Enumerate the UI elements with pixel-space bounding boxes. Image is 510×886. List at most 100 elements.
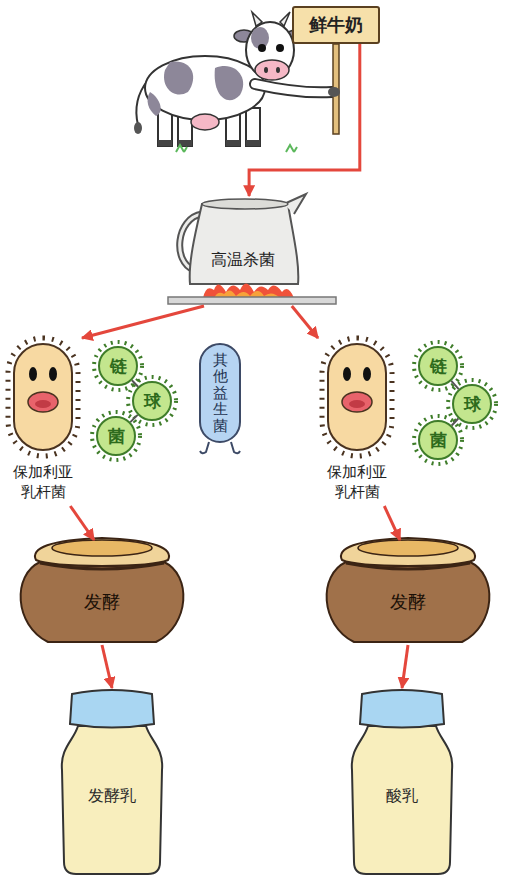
- cow-illustration-part: [176, 145, 187, 152]
- chain-link: [451, 381, 458, 389]
- cow-illustration-part: [148, 92, 161, 116]
- flow-arrow: [102, 645, 112, 688]
- node-text: 球: [464, 393, 481, 416]
- node-text: 链: [430, 355, 447, 378]
- coccus-spikes-part: [448, 380, 496, 428]
- flow-arrow: [249, 44, 360, 196]
- fermentation-pot: 发酵: [328, 540, 488, 645]
- coccus-spikes-part: [414, 342, 462, 390]
- cow-illustration-part: [246, 108, 260, 146]
- sign-post: [328, 44, 340, 134]
- fermentation-pot-left-part: [40, 563, 164, 569]
- lactobacillus-left-part: [14, 344, 72, 450]
- yogurt-jar-right-part: [352, 726, 452, 874]
- flow-arrow: [292, 306, 318, 338]
- lactobacillus-left-part: [28, 392, 58, 412]
- cow-illustration-part: [276, 67, 280, 73]
- lactobacillus-right-part: [363, 367, 371, 381]
- coccus-circle: 球: [452, 384, 492, 424]
- cow-illustration-part: [215, 66, 244, 100]
- coccus-circle: 球: [132, 381, 172, 421]
- lactobacillus-right-part: [349, 400, 365, 408]
- yogurt-jar-left: [62, 690, 162, 874]
- coccus-spikes-part: [128, 377, 176, 425]
- node-text: 发酵乳: [88, 786, 136, 807]
- cow-illustration-part: [134, 122, 142, 134]
- coccus-circle: 菌: [96, 416, 136, 456]
- fermentation-pot-right-part: [341, 538, 475, 566]
- node-text: 鲜牛奶: [309, 13, 363, 37]
- bacterium-node: 保加利亚乳杆菌: [318, 338, 396, 506]
- jug-and-stove: [168, 194, 336, 304]
- sign-board: 鲜牛奶: [292, 6, 380, 44]
- cow-illustration-part: [258, 44, 266, 52]
- cow-illustration-part: [255, 84, 332, 92]
- yogurt-jar: 酸乳: [352, 688, 452, 876]
- lactobacillus-right-part: [342, 392, 372, 412]
- jug-and-stove-part: [203, 283, 294, 298]
- cow-illustration-part: [145, 56, 265, 120]
- sign-post-part: [328, 87, 340, 97]
- yogurt-jar-right: [352, 690, 452, 874]
- node-text: 菌: [430, 429, 447, 452]
- node-text: 发酵: [390, 590, 426, 614]
- lactobacillus-left-part: [35, 400, 51, 408]
- coccus-spikes-part: [94, 342, 142, 390]
- capsule-stand: [200, 442, 240, 453]
- flow-arrow: [384, 506, 400, 540]
- lactobacillus-right-part: [343, 367, 351, 381]
- flow-arrow: [402, 645, 408, 688]
- node-text: 菌: [108, 425, 125, 448]
- yogurt-jar: 发酵乳: [62, 688, 162, 876]
- fermentation-pot-right-part: [358, 540, 458, 556]
- fermentation-pot-left-part: [35, 538, 169, 566]
- lactobacillus-right: [322, 338, 392, 456]
- coccus-spikes-part: [414, 416, 462, 464]
- cow-illustration-part: [264, 67, 268, 73]
- cow-illustration-part: [164, 61, 193, 94]
- node-text: 链: [110, 355, 127, 378]
- fermentation-pot-right: [327, 538, 490, 642]
- lactobacillus-right-part: [328, 344, 386, 450]
- capsule-stand-part: [200, 442, 209, 453]
- fermentation-pot-left-part: [52, 540, 152, 556]
- cow-illustration-part: [276, 44, 284, 52]
- jug-and-stove-part: [168, 297, 336, 304]
- node-text: 发酵: [84, 590, 120, 614]
- chain-link: [130, 415, 137, 422]
- node-text: 保加利亚乳杆菌: [326, 463, 388, 502]
- fermentation-pot-left-part: [21, 562, 184, 642]
- probiotic-capsule: 其他益生菌: [199, 343, 241, 443]
- cow-illustration-part: [226, 140, 240, 146]
- bacterium-node: 保加利亚乳杆菌: [4, 338, 82, 506]
- fermentation-pot-right-part: [346, 563, 470, 569]
- lactobacillus-right-part: [322, 338, 392, 456]
- yogurt-jar-right-part: [360, 690, 444, 728]
- cow-illustration-part: [286, 145, 297, 152]
- chain-link: [452, 419, 459, 426]
- cow-illustration-part: [255, 84, 332, 92]
- coccus-spikes-part: [92, 412, 140, 460]
- fermentation-pot-right-part: [327, 562, 490, 642]
- jug-and-stove-part: [190, 204, 299, 284]
- cow-illustration-part: [246, 140, 260, 146]
- yogurt-jar-left-part: [70, 690, 154, 728]
- flow-arrow: [70, 506, 94, 540]
- jug-and-stove-part: [202, 199, 288, 209]
- cow-illustration-part: [280, 12, 290, 26]
- lactobacillus-left-part: [8, 338, 78, 456]
- cow-illustration-part: [255, 60, 289, 80]
- capsule-stand-part: [231, 442, 240, 453]
- coccus-spikes: [92, 342, 496, 464]
- jug-label-box: 高温杀菌: [182, 196, 304, 306]
- node-text: 保加利亚乳杆菌: [12, 463, 74, 502]
- fermentation-pot: 发酵: [22, 540, 182, 645]
- node-text: 其他益生菌: [213, 352, 228, 435]
- coccus-circle: 链: [98, 346, 138, 386]
- node-text: 酸乳: [386, 786, 418, 807]
- flow-arrow: [82, 306, 204, 338]
- coccus-circle: 链: [418, 346, 458, 386]
- node-text: 球: [144, 390, 161, 413]
- yogurt-jar-left-part: [62, 726, 162, 874]
- cow-illustration-part: [158, 140, 172, 146]
